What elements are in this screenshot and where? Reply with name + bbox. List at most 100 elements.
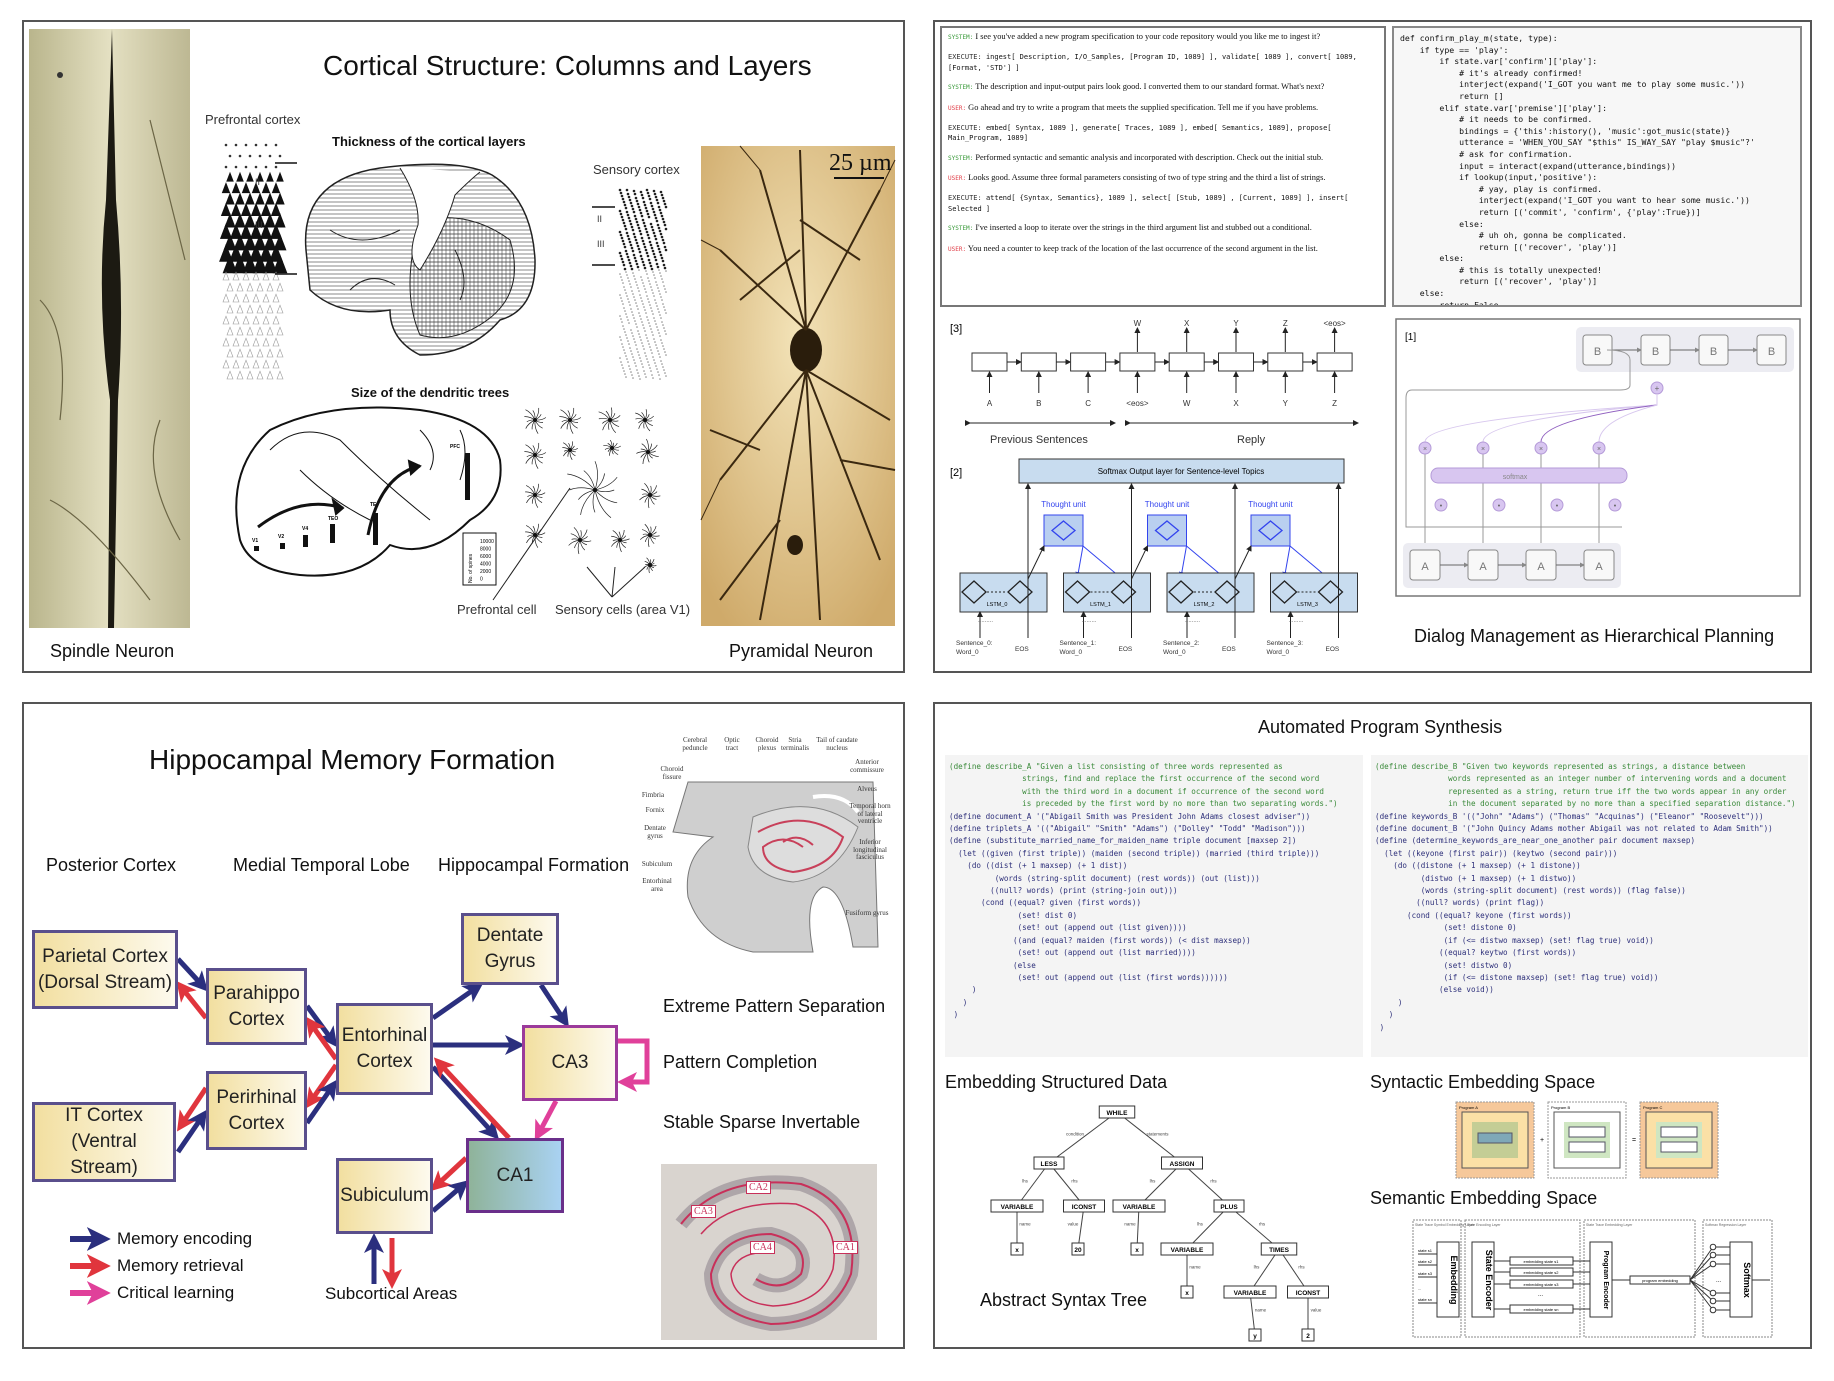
rnn-input-label: Z bbox=[1332, 399, 1337, 408]
encoder-label: A bbox=[1479, 561, 1487, 573]
word-label: Word_0 bbox=[1267, 649, 1290, 656]
rnn-output-label: <eos> bbox=[1323, 319, 1346, 328]
sentence-label: Sentence_2: bbox=[1163, 640, 1200, 647]
dialog-message-text: The description and input-output pairs l… bbox=[975, 82, 1325, 92]
lstm-label: LSTM_1 bbox=[1090, 602, 1111, 608]
attention-weight-line bbox=[1482, 395, 1658, 443]
dot-product-node bbox=[1434, 498, 1448, 512]
monkey-brain-outline bbox=[235, 406, 502, 586]
ast-node-label: LESS bbox=[1041, 1161, 1059, 1168]
ast-edge-label: name bbox=[1124, 1222, 1136, 1227]
ast-edge bbox=[1181, 1162, 1230, 1207]
sentence-label: Sentence_1: bbox=[1060, 640, 1097, 647]
ast-node bbox=[1130, 1242, 1144, 1256]
program-inner-block bbox=[1568, 1126, 1606, 1138]
dendritic-trees bbox=[524, 407, 661, 574]
spine-tick: 8000 bbox=[480, 547, 491, 553]
code-line: ) bbox=[949, 997, 968, 1007]
decoder-feedback-line bbox=[1405, 349, 1631, 528]
code-line: else: bbox=[1400, 288, 1445, 299]
attention-softmax-bar bbox=[1430, 467, 1628, 484]
dialog-message-exec: EXECUTE: attend[ {Syntax, Semantics}, 10… bbox=[948, 193, 1378, 214]
softmax-input-node bbox=[1709, 1289, 1717, 1297]
dialog-message-text: Looks good. Assume three formal paramete… bbox=[968, 173, 1326, 183]
code-line: (define describe_B "Given two keywords r… bbox=[1375, 762, 1746, 771]
multiply-symbol: × bbox=[1539, 446, 1543, 453]
anatomy-label: Choroid fissure bbox=[660, 765, 684, 781]
multiply-node bbox=[1418, 441, 1432, 455]
multiply-symbol: × bbox=[1423, 446, 1427, 453]
dialog-transcript: SYSTEM: I see you've added a new program… bbox=[940, 26, 1386, 307]
dialog-message-exec: EXECUTE: embed[ Syntax, 1089 ], generate… bbox=[948, 123, 1378, 144]
thought-unit-node bbox=[1050, 520, 1077, 541]
ast-edge-label: rhs bbox=[1071, 1179, 1078, 1184]
eos-label: EOS bbox=[1119, 646, 1133, 653]
ellipsis: ......... bbox=[1082, 618, 1097, 624]
code-line: ) bbox=[949, 1010, 959, 1020]
anatomy-label: Cerebral peduncle bbox=[682, 736, 708, 752]
semantic-layer-frame bbox=[1464, 1219, 1581, 1338]
layer-markers bbox=[275, 162, 615, 275]
softmax-input-node bbox=[1709, 1306, 1717, 1314]
box-it-cortex: IT Cortex (Ventral Stream) bbox=[32, 1102, 176, 1182]
brain-area-label: TE bbox=[370, 502, 377, 508]
prefrontal-column bbox=[219, 143, 288, 380]
softmax-output-layer bbox=[1018, 458, 1345, 484]
ast-edge-label: rhs bbox=[1298, 1265, 1305, 1270]
rnn-input-label: X bbox=[1233, 399, 1239, 408]
state-label: state sn bbox=[1418, 1297, 1432, 1302]
box-perirhinal-cortex: Perirhinal Cortex bbox=[206, 1071, 307, 1150]
ast-node-label: x bbox=[1015, 1247, 1019, 1254]
ast-edge-label: rhs bbox=[1210, 1179, 1217, 1184]
ast-edge bbox=[1016, 1162, 1050, 1207]
ellipsis: ......... bbox=[1185, 618, 1200, 624]
ast-edge-label: condition bbox=[1066, 1132, 1085, 1137]
anatomy-label: Anterior commissure bbox=[850, 758, 884, 774]
lstm-label: LSTM_0 bbox=[987, 602, 1008, 608]
thought-unit-node bbox=[1154, 520, 1180, 541]
code-line: (set! out (append out (list married)))) bbox=[949, 948, 1196, 958]
program-embedding-label: program embedding bbox=[1642, 1278, 1678, 1283]
rnn-output-label: Z bbox=[1283, 319, 1288, 328]
column-hippocampal-formation: Hippocampal Formation bbox=[438, 855, 630, 875]
dendritic-cell bbox=[568, 527, 592, 555]
dialog-message-text: embed[ Syntax, 1089 ], generate[ Traces,… bbox=[948, 123, 1332, 143]
anatomy-label: Tail of caudate nucleus bbox=[816, 736, 858, 752]
lstm-to-thought-arrow bbox=[1027, 545, 1045, 580]
decoder-label: B bbox=[1652, 346, 1659, 358]
dialog-message-user: USER: Go ahead and try to write a progra… bbox=[948, 103, 1378, 114]
code-line: (set! distone 0) bbox=[1375, 923, 1517, 933]
eos-label: EOS bbox=[1326, 646, 1340, 653]
ast-edge-label: name bbox=[1019, 1222, 1031, 1227]
code-line: elif state.var['premise']['play']: bbox=[1400, 102, 1608, 113]
brain-area-label: PFC bbox=[450, 444, 460, 450]
dialog-role-label: SYSTEM: bbox=[948, 34, 974, 41]
code-line: (define (determine_keywords_are_near_one… bbox=[1375, 836, 1696, 846]
retrieval-arrow bbox=[305, 1016, 339, 1061]
dot-symbol: • bbox=[1498, 503, 1501, 510]
ast-edge bbox=[1048, 1111, 1118, 1164]
dendritic-cell bbox=[567, 461, 618, 518]
code-line: (words (string-split document) (rest wor… bbox=[949, 873, 1260, 883]
layer-label: II bbox=[255, 177, 260, 187]
semantic-layer-label: State Trace Symbol Embedding Layer bbox=[1415, 1223, 1475, 1227]
program-inner-block bbox=[1477, 1132, 1513, 1144]
anatomy-label: Temporal horn of lateral ventricle bbox=[849, 802, 891, 825]
function-pattern-separation: Extreme Pattern Separation bbox=[663, 996, 886, 1016]
decoder-label: B bbox=[1768, 346, 1775, 358]
previous-sentences-label: Previous Sentences bbox=[990, 434, 1088, 446]
sum-node bbox=[1650, 381, 1664, 395]
rnn-output-label: X bbox=[1184, 319, 1190, 328]
rnn-input-label: A bbox=[987, 399, 993, 408]
dialog-role-label: SYSTEM: bbox=[948, 84, 974, 92]
ast-node-label: VARIABLE bbox=[1171, 1247, 1204, 1254]
dialog-panel-title: Dialog Management as Hierarchical Planni… bbox=[1414, 626, 1775, 646]
ast-edge bbox=[1138, 1162, 1183, 1207]
abstract-syntax-tree-label: Abstract Syntax Tree bbox=[980, 1290, 1148, 1310]
dialog-message-text: You need a counter to keep track of the … bbox=[967, 243, 1318, 253]
code-line: words represented as an integer number o… bbox=[1375, 774, 1787, 784]
program-inner-block bbox=[1568, 1141, 1606, 1153]
dendritic-heading: Size of the dendritic trees bbox=[351, 385, 510, 400]
code-line: def confirm_play_m(state, type): bbox=[1400, 33, 1558, 43]
